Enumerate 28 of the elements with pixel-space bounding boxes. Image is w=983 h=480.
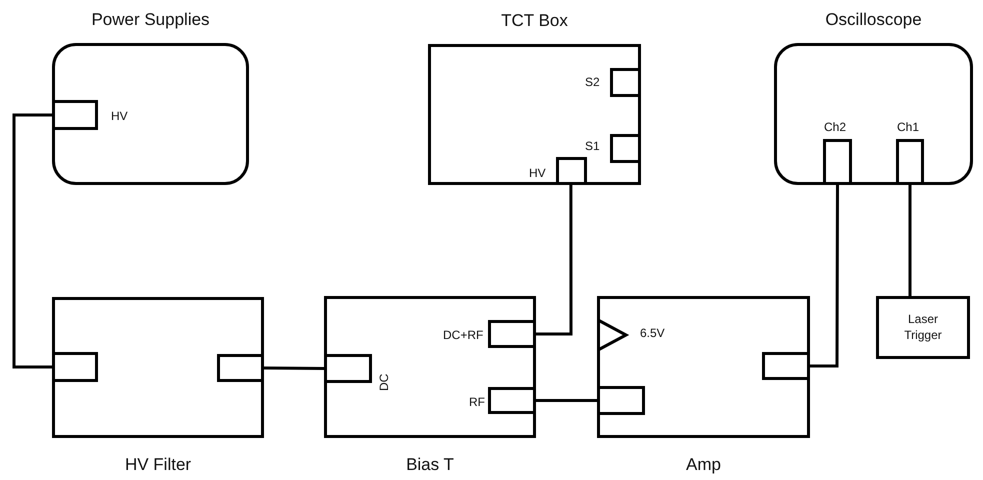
- connector-port: [52, 352, 98, 382]
- port-label: HV: [111, 109, 128, 123]
- cable-line: [12, 114, 52, 368]
- port-label: DC+RF: [443, 328, 484, 342]
- cable-line: [810, 185, 839, 368]
- device-title: Oscilloscope: [824, 10, 923, 30]
- cable-line: [536, 185, 572, 336]
- port-label: RF: [469, 395, 485, 409]
- device-title: Bias T: [405, 455, 455, 475]
- device-title: TCT Box: [500, 11, 569, 31]
- cable-line: [264, 366, 324, 370]
- port-label: S1: [585, 139, 600, 153]
- port-label: HV: [529, 166, 546, 180]
- device-box: [876, 296, 970, 359]
- connector-port: [762, 352, 810, 380]
- port-label: Ch1: [897, 120, 920, 134]
- device-title: HV Filter: [124, 455, 192, 475]
- port-label: DC: [377, 374, 391, 391]
- connector-port: [597, 386, 645, 415]
- cable-line: [908, 185, 912, 296]
- connector-port: [217, 354, 264, 382]
- port-label: Ch2: [824, 120, 846, 134]
- port-label: S2: [585, 75, 600, 89]
- gain-label: 6.5V: [640, 326, 665, 340]
- cable-line: [536, 399, 597, 402]
- device-title: Laser Trigger: [903, 310, 943, 344]
- device-title: Power Supplies: [90, 10, 211, 30]
- device-title: Amp: [685, 455, 722, 475]
